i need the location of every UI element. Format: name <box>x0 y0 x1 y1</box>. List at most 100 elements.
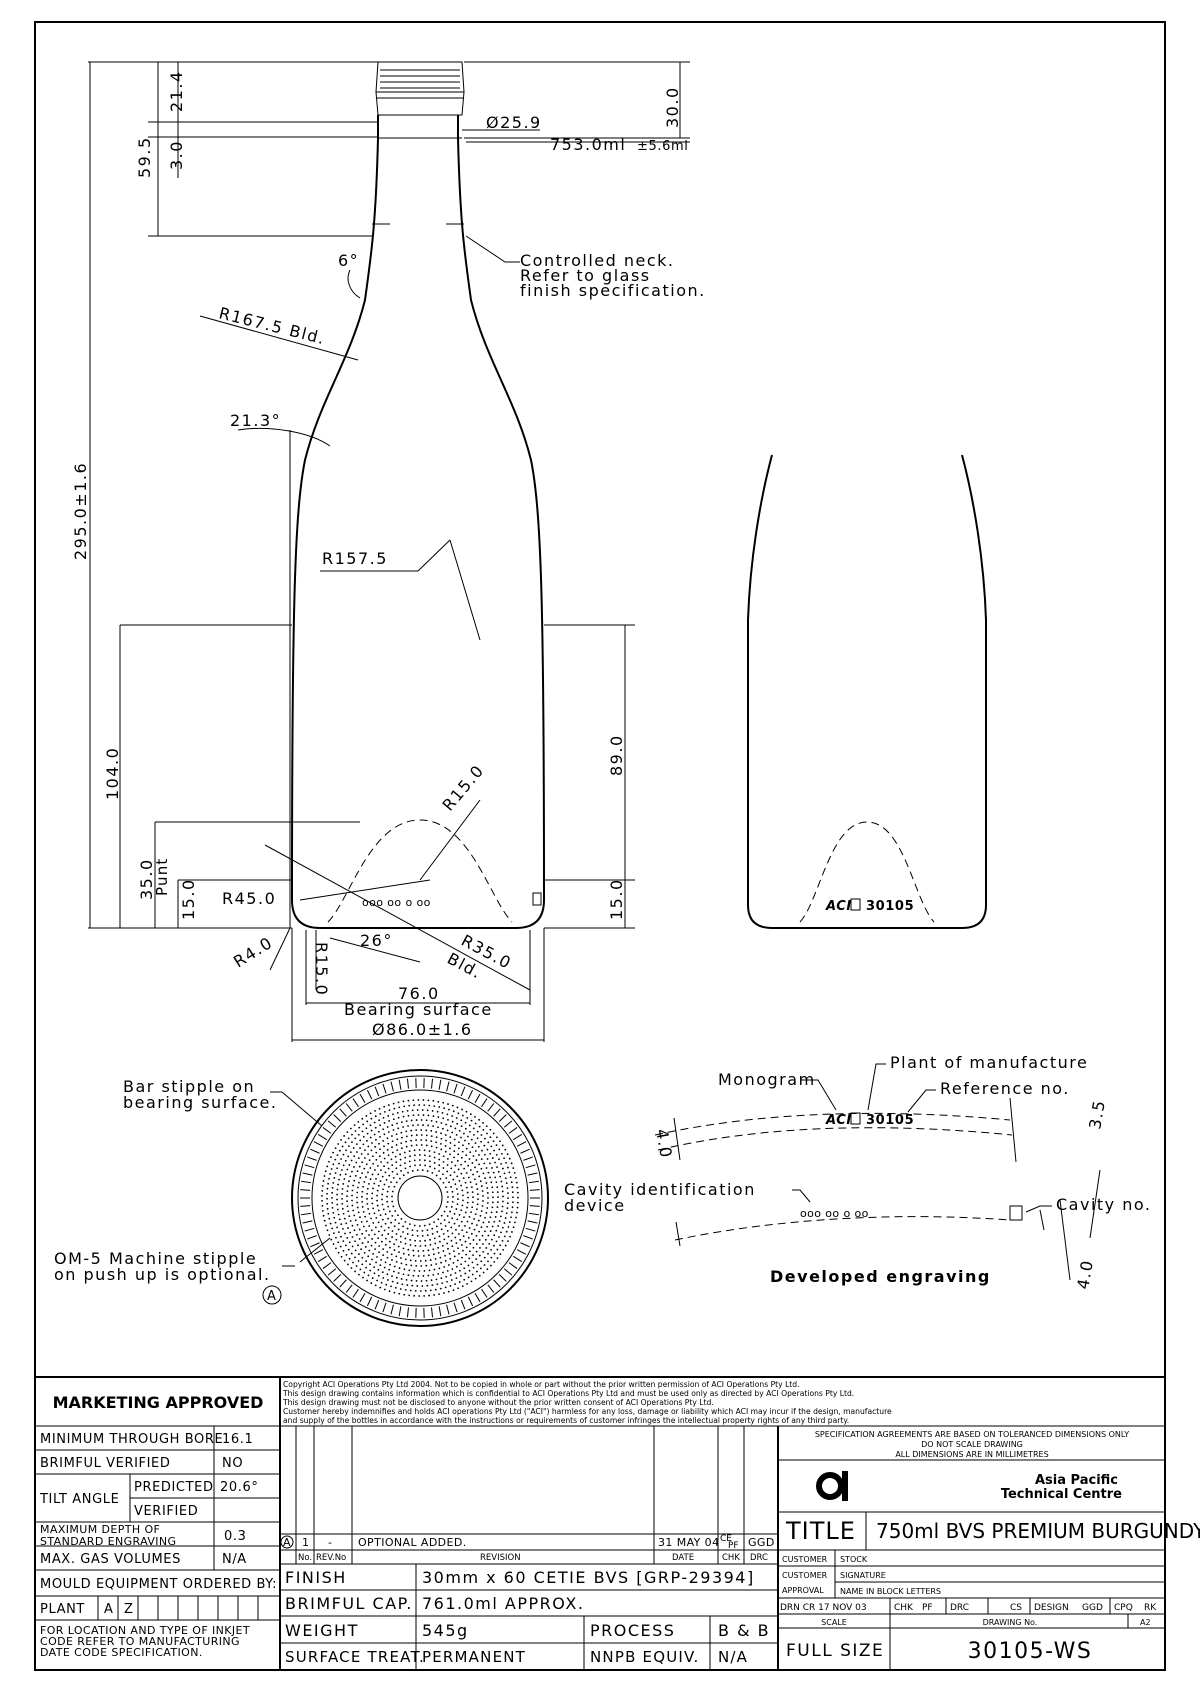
dim-r15-punt: R15.0 <box>439 761 488 815</box>
nnpb-label: NNPB EQUIV. <box>590 1648 700 1666</box>
brimful-cap-label: BRIMFUL CAP. <box>285 1594 413 1613</box>
dim-engraving-3-5: 3.5 <box>1085 1098 1109 1131</box>
rev-header-revision: REVISION <box>480 1553 521 1563</box>
bottle-side-view: ooo oo o oo <box>290 61 546 929</box>
drawing-no-label: DRAWING No. <box>983 1618 1038 1627</box>
dim-engraving-4-0-right: 4.0 <box>1073 1258 1097 1291</box>
copyright-line-4: Customer hereby indemnifies and holds AC… <box>283 1407 892 1416</box>
dim-59-5: 59.5 <box>135 136 154 178</box>
max-depth-label-1: MAXIMUM DEPTH OF <box>40 1523 160 1536</box>
rev-header-no: No. <box>298 1553 312 1563</box>
rev-description: OPTIONAL ADDED. <box>358 1536 467 1549</box>
cavity-identification-label-2: device <box>564 1196 626 1215</box>
aci-logo <box>816 1471 848 1501</box>
dim-phi-86: Ø86.0±1.6 <box>372 1020 473 1039</box>
plant-label: PLANT <box>40 1602 85 1617</box>
process-label: PROCESS <box>590 1621 675 1640</box>
dim-753-tol: ±5.6ml <box>637 139 688 154</box>
plant-a: A <box>104 1602 114 1617</box>
dim-89: 89.0 <box>607 734 626 776</box>
title-block <box>35 1376 1165 1670</box>
dim-21-3-deg: 21.3° <box>230 411 281 430</box>
cavity-code-marks: ooo oo o oo <box>362 896 431 909</box>
rev-header-chk: CHK <box>722 1553 740 1563</box>
developed-logo: ACI <box>825 899 852 914</box>
inkjet-note-1: FOR LOCATION AND TYPE OF INKJET <box>40 1624 250 1637</box>
customer-approval-label-2: APPROVAL <box>782 1586 824 1595</box>
om5-note-2: on push up is optional. <box>54 1265 271 1284</box>
side-view-dimensions <box>88 61 690 1042</box>
dim-30-0: 30.0 <box>663 86 682 128</box>
dim-753: 753.0ml <box>550 135 626 154</box>
tilt-angle-label: TILT ANGLE <box>39 1492 119 1507</box>
dim-r4: R4.0 <box>230 933 276 972</box>
dim-35: 35.0 <box>137 858 156 900</box>
scale-value: FULL SIZE <box>786 1641 884 1661</box>
revision-marker-a: A <box>267 1289 277 1304</box>
reference-no-label: Reference no. <box>940 1079 1070 1098</box>
design-label: DESIGN <box>1034 1603 1069 1613</box>
rev-header-drc: DRC <box>750 1553 768 1563</box>
rev-check-1: CE <box>720 1534 732 1544</box>
nnpb-value: N/A <box>718 1648 748 1666</box>
rev-header-revno: REV.No <box>316 1553 346 1563</box>
dim-295: 295.0±1.6 <box>71 462 90 560</box>
neck-note-line3: finish specification. <box>520 281 706 300</box>
neck-note-line2: Refer to glass <box>520 266 651 285</box>
dim-engraving-4-0-left: 4.0 <box>652 1127 676 1160</box>
max-depth-value: 0.3 <box>224 1529 246 1544</box>
developed-number: 30105 <box>866 899 914 914</box>
dim-r15-base: R15.0 <box>312 942 331 996</box>
dim-15-right: 15.0 <box>607 878 626 920</box>
dim-r157-5: R157.5 <box>322 549 388 568</box>
process-value: B & B <box>718 1621 770 1640</box>
verified-label: VERIFIED <box>134 1504 198 1519</box>
dim-punt-label: Punt <box>153 858 171 896</box>
scale-label: SCALE <box>821 1618 847 1627</box>
max-gas-label: MAX. GAS VOLUMES <box>40 1552 181 1567</box>
finish-label: FINISH <box>285 1568 347 1587</box>
copyright-line-2: This design drawing contains information… <box>282 1389 854 1398</box>
copyright-line-3: This design drawing must not be disclose… <box>282 1398 714 1407</box>
block-letters-label: NAME IN BLOCK LETTERS <box>840 1587 941 1596</box>
inkjet-note-2: CODE REFER TO MANUFACTURING <box>40 1635 240 1648</box>
dim-bearing-surface: Bearing surface <box>344 1000 493 1019</box>
bar-stipple-note-2: bearing surface. <box>123 1093 277 1112</box>
rev-number: 1 <box>302 1536 309 1549</box>
min-bore-value: 16.1 <box>222 1432 253 1447</box>
check-label: CHK <box>894 1603 914 1613</box>
title-label: TITLE <box>785 1517 856 1545</box>
cavity-no-label: Cavity no. <box>1056 1195 1151 1214</box>
technical-centre-line-2: Technical Centre <box>1001 1487 1122 1502</box>
dim-26-deg: 26° <box>360 931 393 950</box>
sheet-border <box>34 21 1166 1671</box>
drawn-by: DRN CR 17 NOV 03 <box>780 1603 867 1613</box>
check-value: PF <box>922 1603 933 1613</box>
dim-15-left: 15.0 <box>179 878 198 920</box>
plant-of-manufacture-label: Plant of manufacture <box>890 1053 1088 1072</box>
predicted-label: PREDICTED <box>134 1480 214 1495</box>
rev-header-date: DATE <box>672 1553 694 1563</box>
customer-approval-label-1: CUSTOMER <box>782 1571 828 1580</box>
drawing-number: 30105-WS <box>968 1639 1093 1664</box>
customer-label: CUSTOMER <box>782 1555 828 1564</box>
dim-21-4: 21.4 <box>167 70 186 112</box>
drc-value: CS <box>1010 1603 1022 1613</box>
neck-note-line1: Controlled neck. <box>520 251 675 270</box>
dim-3-0: 3.0 <box>167 140 186 170</box>
design-value: GGD <box>1082 1603 1103 1613</box>
spec-note-2: DO NOT SCALE DRAWING <box>921 1440 1023 1449</box>
weight-label: WEIGHT <box>285 1621 359 1640</box>
rev-check-2: PF <box>728 1541 739 1551</box>
customer-value: STOCK <box>840 1555 868 1564</box>
min-bore-label: MINIMUM THROUGH BORE <box>40 1432 223 1447</box>
engraving-cavity-dots: ooo oo o oo <box>800 1207 869 1220</box>
brimful-verified-value: NO <box>222 1456 243 1471</box>
developed-engraving-caption: Developed engraving <box>770 1267 991 1286</box>
copyright-line-1: Copyright ACI Operations Pty Ltd 2004. N… <box>283 1380 800 1389</box>
rev-ref: - <box>328 1536 332 1549</box>
drawing-title: 750ml BVS PREMIUM BURGUNDY <box>876 1519 1200 1543</box>
predicted-value: 20.6° <box>220 1480 258 1495</box>
om5-note-1: OM-5 Machine stipple <box>54 1249 257 1268</box>
